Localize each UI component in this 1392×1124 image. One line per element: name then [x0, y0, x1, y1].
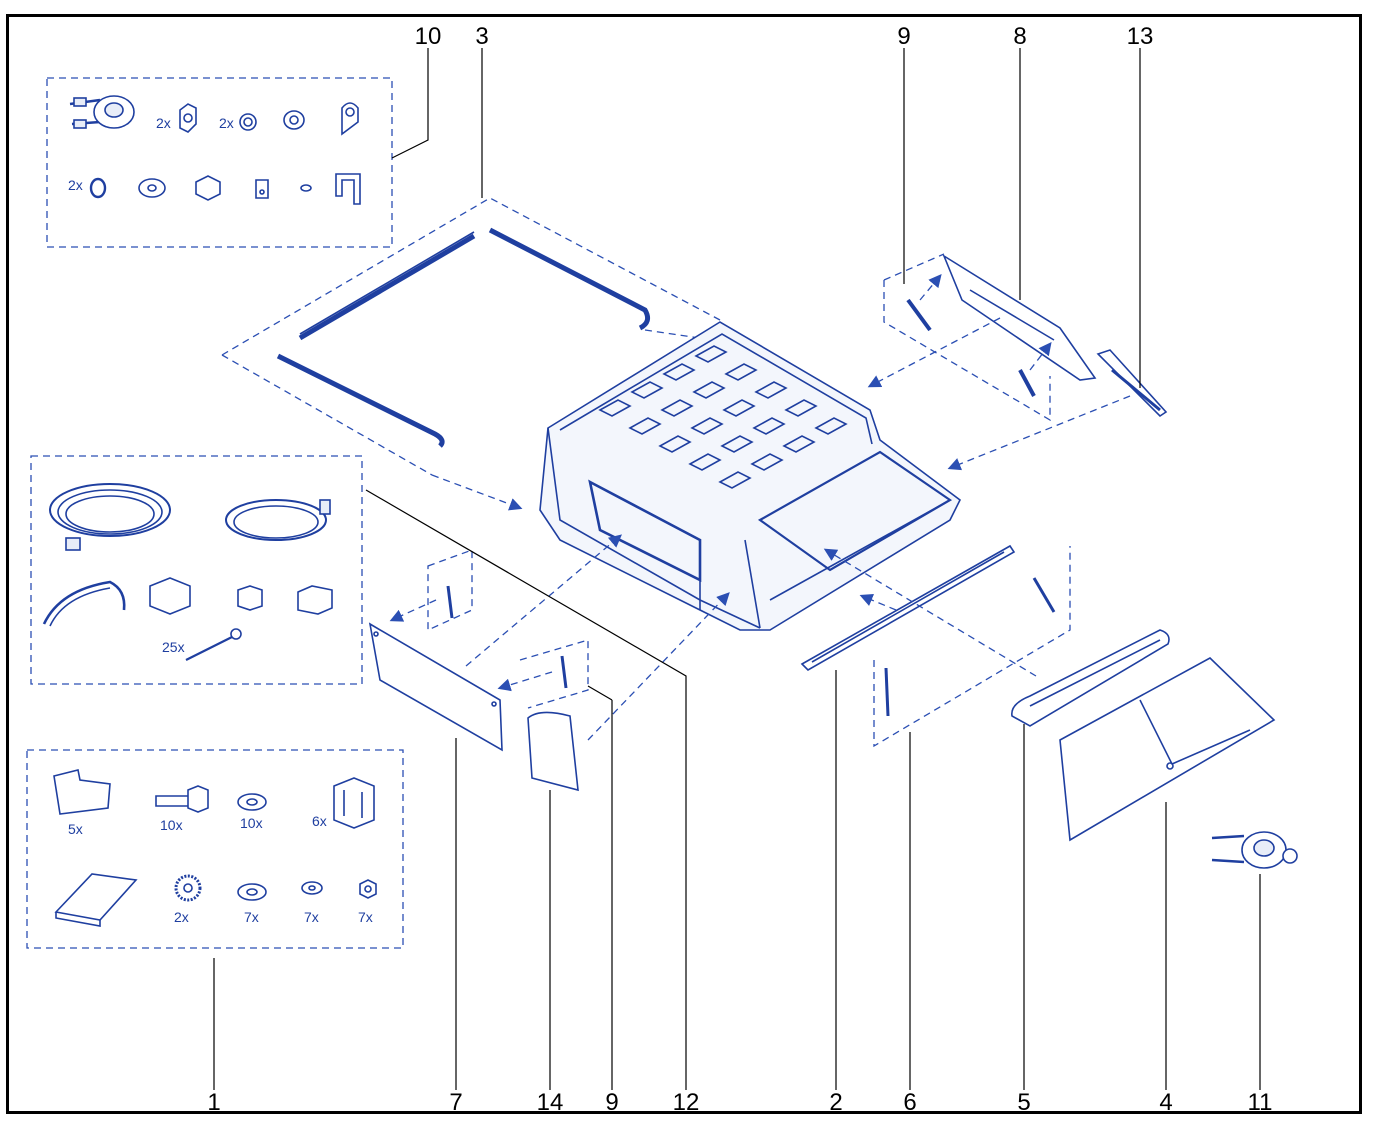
bolt-icon [155, 785, 209, 813]
part-3-roof-seals [221, 197, 743, 511]
bracket-clip-icon [335, 173, 361, 205]
grommet-icon [283, 110, 305, 130]
callout-5: 5 [1017, 1089, 1030, 1116]
small-washer-icon [301, 881, 323, 895]
callout-11: 11 [1248, 1089, 1273, 1116]
nut-icon [239, 113, 257, 131]
mounting-plate-icon [53, 769, 111, 815]
callout-14: 14 [537, 1089, 564, 1116]
part-14-window-pane [527, 592, 730, 792]
qty-label: 2x [174, 909, 189, 925]
cable-coil-icon [49, 483, 171, 551]
kit-1-hardware: 5x 10x 10x 6x 2x 7x [26, 749, 404, 949]
callout-8: 8 [1013, 23, 1026, 50]
callout-2: 2 [829, 1089, 842, 1116]
callout-9-top: 9 [897, 23, 910, 50]
roof-slots [598, 345, 848, 489]
qty-label: 2x [156, 115, 171, 131]
part-11-lock-icon [1211, 831, 1298, 869]
part-7-side-window [368, 534, 622, 752]
latch-bracket-icon [333, 777, 375, 829]
washer-icon [237, 793, 267, 811]
qty-label: 6x [312, 813, 327, 829]
qty-label: 5x [68, 821, 83, 837]
bracket-nut-icon [179, 103, 197, 133]
kit-12-wiring: 25x [30, 455, 363, 685]
clip-icon [341, 102, 359, 136]
cable-coil-small-icon [225, 499, 331, 541]
qty-label: 10x [240, 815, 263, 831]
callout-7: 7 [449, 1089, 462, 1116]
callout-4: 4 [1159, 1089, 1172, 1116]
small-washer-icon [300, 184, 312, 192]
qty-label: 7x [304, 909, 319, 925]
qty-label: 25x [162, 639, 185, 655]
part-8-side-glass [867, 253, 1097, 422]
connector-icon [149, 577, 191, 615]
qty-label: 10x [160, 817, 183, 833]
star-washer-icon [174, 874, 202, 902]
callout-13: 13 [1127, 23, 1154, 50]
o-ring-icon [89, 177, 107, 199]
part-13-trim-strip [947, 349, 1168, 471]
hex-cap-icon [195, 175, 221, 201]
part-6-hinge-set [859, 546, 1071, 748]
part-2-lower-rail [800, 544, 1016, 671]
callout-1: 1 [207, 1089, 220, 1116]
flat-washer-icon [237, 883, 267, 901]
callout-6: 6 [903, 1089, 916, 1116]
kit-10-group: 2x 2x 2x [46, 77, 393, 248]
harness-icon [42, 580, 126, 627]
hex-nut-icon [359, 879, 377, 899]
plug-icon [237, 585, 263, 611]
callout-numbers: 10 3 9 8 13 1 7 14 9 12 2 6 5 4 11 [207, 23, 1272, 1116]
callout-10: 10 [415, 23, 442, 50]
callout-3: 3 [475, 23, 488, 50]
qty-label: 7x [244, 909, 259, 925]
part-4-rear-glass [1059, 657, 1276, 842]
qty-label: 2x [219, 115, 234, 131]
leader-lines [213, 48, 1261, 1090]
pad-icon [54, 873, 138, 927]
sleeve-icon [255, 179, 269, 199]
part-5-spoiler [823, 548, 1170, 727]
hardtop-cab [539, 321, 962, 631]
qty-label: 2x [68, 177, 83, 193]
washer-icon [138, 178, 166, 198]
box-icon [297, 585, 333, 615]
key-lock-icon [69, 95, 135, 129]
callout-12: 12 [673, 1089, 700, 1116]
callout-9-bottom: 9 [605, 1089, 618, 1116]
qty-label: 7x [358, 909, 373, 925]
screw-icon [185, 628, 242, 661]
